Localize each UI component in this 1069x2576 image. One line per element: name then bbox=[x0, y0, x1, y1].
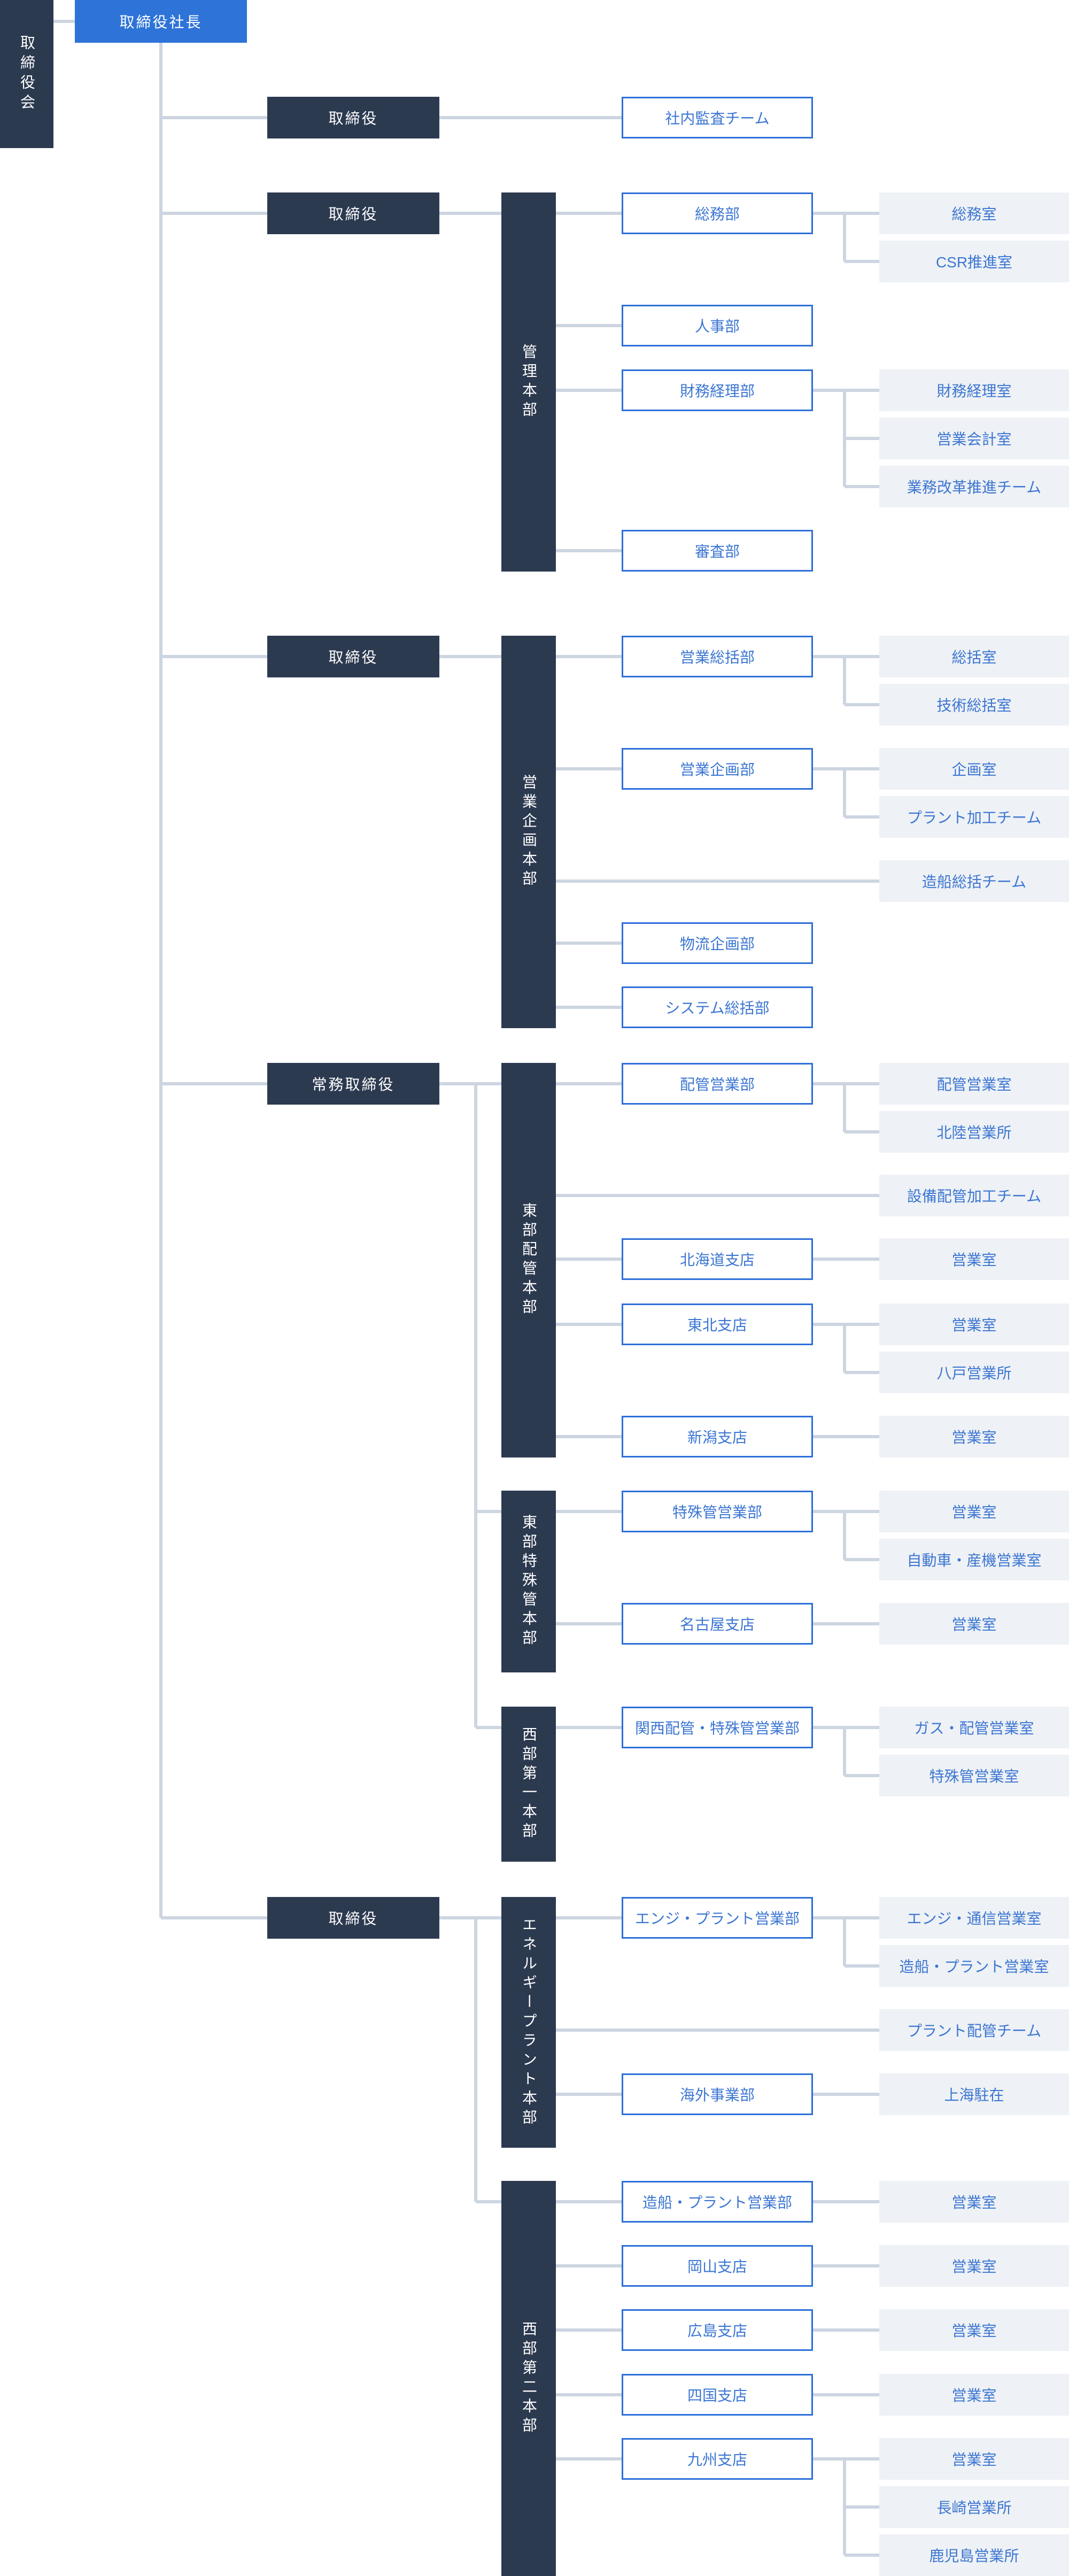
office-eigyoshitsu-nagoya: 営業室 bbox=[879, 1603, 1069, 1645]
division-seibu-dai1-honbu: 西部第一本部 bbox=[501, 1707, 556, 1862]
dept-shanai-kansa-team: 社内監査チーム bbox=[622, 97, 813, 138]
team-zosen-sokatsu: 造船総括チーム bbox=[879, 860, 1069, 902]
office-eigyoshitsu-hiroshima: 営業室 bbox=[879, 2309, 1069, 2351]
division-tobu-haikan-honbu: 東部配管本部 bbox=[501, 1063, 556, 1457]
dept-tohoku-shiten: 東北支店 bbox=[622, 1304, 813, 1345]
dept-nagoya-shiten: 名古屋支店 bbox=[622, 1603, 813, 1645]
office-gyomu-kaikaku-suishin-team: 業務改革推進チーム bbox=[879, 466, 1069, 507]
office-shanghai-chuzai: 上海駐在 bbox=[879, 2073, 1069, 2115]
division-energy-plant-honbu: エネルギープラント本部 bbox=[501, 1897, 556, 2148]
dept-hiroshima-shiten: 広島支店 bbox=[622, 2309, 813, 2351]
office-kagoshima-eigyosho: 鹿児島営業所 bbox=[879, 2534, 1069, 2576]
office-jidosha-sanki-eigyoshitsu: 自動車・産機営業室 bbox=[879, 1539, 1069, 1580]
team-setsubi-haikan-kako: 設備配管加工チーム bbox=[879, 1175, 1069, 1216]
director-4-box: 取締役 bbox=[267, 1897, 439, 1939]
dept-tokushukan-eigyobu: 特殊管営業部 bbox=[622, 1491, 813, 1532]
office-gas-haikan-eigyoshitsu: ガス・配管営業室 bbox=[879, 1707, 1069, 1748]
office-zosen-plant-eigyoshitsu: 造船・プラント営業室 bbox=[879, 1945, 1069, 1987]
dept-kansai-haikan-tokushukan-eigyobu: 関西配管・特殊管営業部 bbox=[622, 1707, 813, 1748]
office-csr-suishinshitsu: CSR推進室 bbox=[879, 241, 1069, 282]
office-gijutsu-sokatsushitsu: 技術総括室 bbox=[879, 684, 1069, 726]
division-kanri-honbu: 管理本部 bbox=[501, 192, 556, 572]
dept-butsuryu-kikakubu: 物流企画部 bbox=[622, 922, 813, 964]
office-tokushukan-eigyoshitsu: 特殊管営業室 bbox=[879, 1755, 1069, 1796]
dept-zaimu-keiribu: 財務経理部 bbox=[622, 369, 813, 411]
director-3-box: 取締役 bbox=[267, 636, 439, 677]
office-haikan-eigyoshitsu: 配管営業室 bbox=[879, 1063, 1069, 1105]
dept-eigyo-sokatsubu: 営業総括部 bbox=[622, 636, 813, 677]
dept-haikan-eigyobu: 配管営業部 bbox=[622, 1063, 813, 1105]
dept-kaigai-jigyobu: 海外事業部 bbox=[622, 2073, 813, 2115]
office-eigyoshitsu-tokushukan: 営業室 bbox=[879, 1491, 1069, 1532]
office-somushitsu: 総務室 bbox=[879, 192, 1069, 234]
office-eigyoshitsu-niigata: 営業室 bbox=[879, 1416, 1069, 1457]
office-hokuriku-eigyosho: 北陸営業所 bbox=[879, 1111, 1069, 1153]
dept-hokkaido-shiten: 北海道支店 bbox=[622, 1238, 813, 1280]
team-plant-haikan: プラント配管チーム bbox=[879, 2009, 1069, 2051]
director-2-box: 取締役 bbox=[267, 192, 439, 234]
office-eigyoshitsu-hokkaido: 営業室 bbox=[879, 1238, 1069, 1280]
office-enji-tsushin-eigyoshitsu: エンジ・通信営業室 bbox=[879, 1897, 1069, 1939]
office-sokatsushitsu: 総括室 bbox=[879, 636, 1069, 677]
office-eigyo-kaikeishitsu: 営業会計室 bbox=[879, 418, 1069, 459]
dept-zosen-plant-eigyobu: 造船・プラント営業部 bbox=[622, 2181, 813, 2223]
office-kikakushitsu: 企画室 bbox=[879, 748, 1069, 790]
president-box: 取締役社長 bbox=[75, 0, 247, 43]
office-eigyoshitsu-okayama: 営業室 bbox=[879, 2245, 1069, 2287]
dept-eigyo-kikakubu: 営業企画部 bbox=[622, 748, 813, 790]
director-1-box: 取締役 bbox=[267, 97, 439, 138]
office-eigyoshitsu-shikoku: 営業室 bbox=[879, 2374, 1069, 2416]
dept-jinjibu: 人事部 bbox=[622, 305, 813, 346]
office-eigyoshitsu-zosen-plant: 営業室 bbox=[879, 2181, 1069, 2223]
dept-kyushu-shiten: 九州支店 bbox=[622, 2438, 813, 2480]
dept-shinsabu: 審査部 bbox=[622, 530, 813, 572]
dept-somubu: 総務部 bbox=[622, 192, 813, 234]
office-nagasaki-eigyosho: 長崎営業所 bbox=[879, 2486, 1069, 2528]
dept-okayama-shiten: 岡山支店 bbox=[622, 2245, 813, 2287]
division-tobu-tokushukan-honbu: 東部特殊管本部 bbox=[501, 1491, 556, 1672]
office-plant-kako-team: プラント加工チーム bbox=[879, 796, 1069, 838]
division-seibu-dai2-honbu: 西部第二本部 bbox=[501, 2181, 556, 2576]
board-of-directors-box: 取締役会 bbox=[0, 0, 53, 148]
office-eigyoshitsu-kyushu: 営業室 bbox=[879, 2438, 1069, 2480]
dept-shikoku-shiten: 四国支店 bbox=[622, 2374, 813, 2416]
office-zaimu-keirishitsu: 財務経理室 bbox=[879, 369, 1069, 411]
dept-enji-plant-eigyobu: エンジ・プラント営業部 bbox=[622, 1897, 813, 1939]
office-eigyoshitsu-tohoku: 営業室 bbox=[879, 1304, 1069, 1345]
division-eigyo-kikaku-honbu: 営業企画本部 bbox=[501, 636, 556, 1028]
dept-system-sokatsubu: システム総括部 bbox=[622, 986, 813, 1028]
managing-director-box: 常務取締役 bbox=[267, 1063, 439, 1105]
dept-niigata-shiten: 新潟支店 bbox=[622, 1416, 813, 1457]
office-hachinohe-eigyosho: 八戸営業所 bbox=[879, 1352, 1069, 1393]
